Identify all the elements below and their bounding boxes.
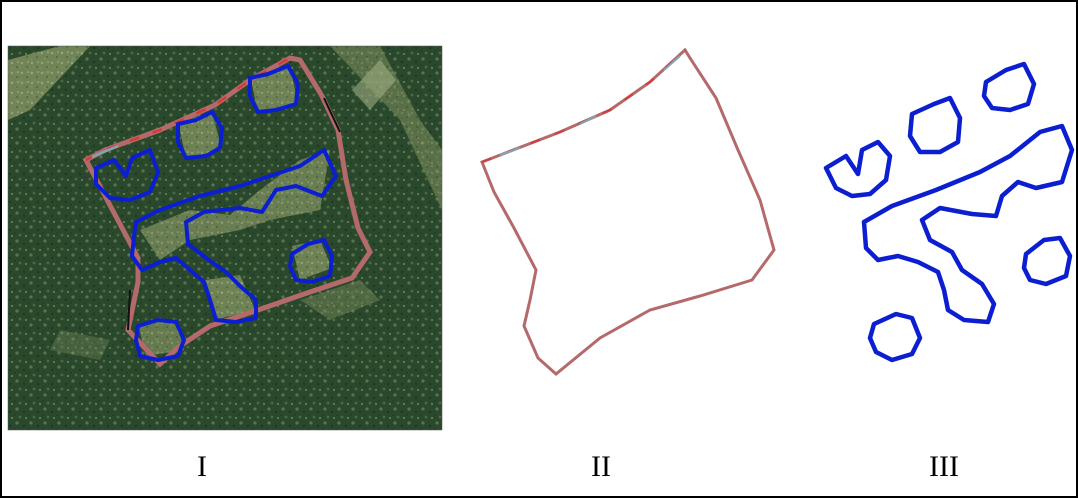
gap-outline: [867, 311, 923, 363]
panel-label-III: III: [929, 450, 959, 483]
panel-III-gaps: [823, 61, 1075, 363]
clearing: [8, 46, 90, 120]
panel-I-photo: [7, 45, 443, 431]
gap-outline: [1021, 235, 1073, 287]
gap-outline: [907, 95, 963, 155]
panel-II-boundary: [480, 47, 776, 376]
panel-label-I: I: [197, 450, 207, 483]
stand-boundary: [480, 47, 776, 376]
gap-outline: [823, 139, 893, 199]
gap-outline: [861, 123, 1075, 325]
gap-outlines-overlay: [94, 64, 338, 362]
gap-outline: [981, 61, 1037, 113]
stand-boundary-overlay: [82, 55, 373, 368]
forest-background: [8, 46, 442, 430]
panel-label-II: II: [591, 450, 611, 483]
